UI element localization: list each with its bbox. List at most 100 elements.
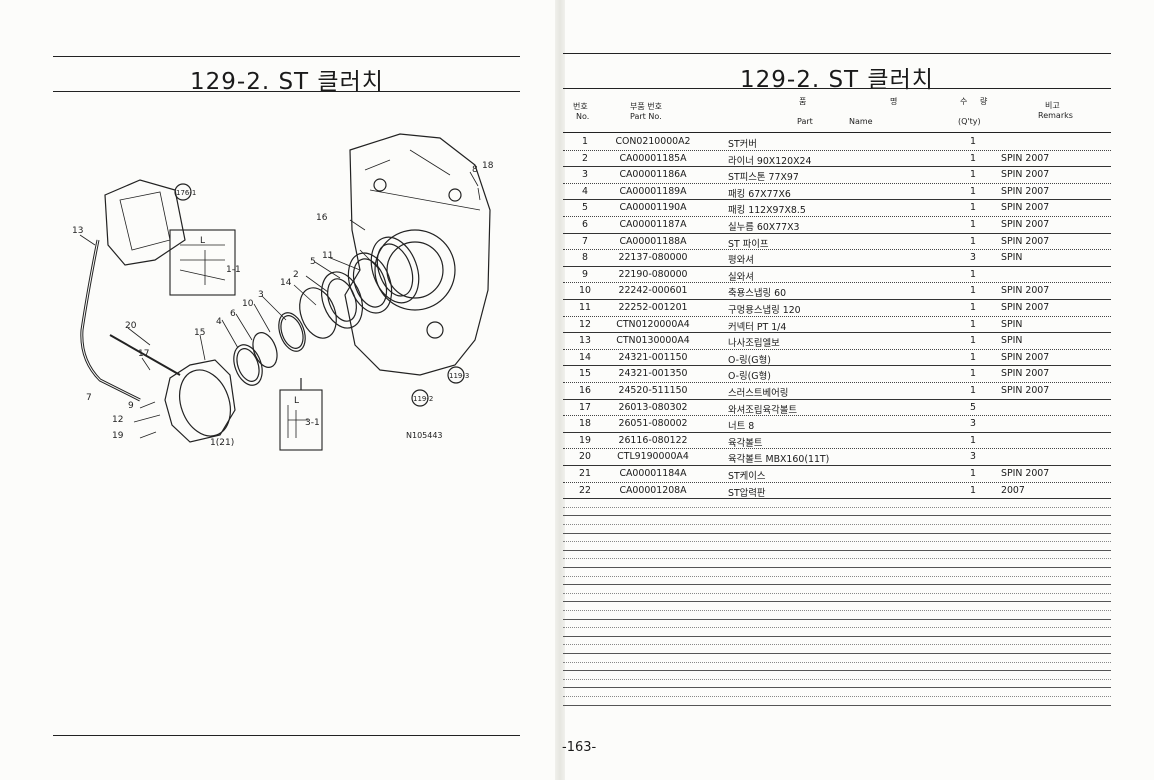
diagram-label: 11 <box>322 251 333 261</box>
row-number: 13 <box>579 335 591 347</box>
callout-circle-119-2 <box>411 389 429 407</box>
diagram-label: 16 <box>316 213 328 223</box>
row-quantity: 1 <box>970 484 976 496</box>
row-quantity: 3 <box>970 418 976 430</box>
row-part-number: 22242-000601 <box>618 285 688 297</box>
diagram-label: 8 <box>472 165 478 175</box>
row-number: 20 <box>579 451 591 463</box>
row-part-number: CTN0130000A4 <box>616 335 690 347</box>
diagram-label: 3 <box>258 290 264 300</box>
header-no-en: No. <box>576 112 590 121</box>
row-remarks: SPIN <box>1001 252 1023 264</box>
row-number: 6 <box>582 219 588 230</box>
row-part-number: 24321-001350 <box>618 368 688 380</box>
row-number: 15 <box>579 368 591 380</box>
diagram-label: 3-1 <box>305 418 320 428</box>
row-part-number: 22252-001201 <box>618 302 688 313</box>
row-part-name: 나사조립엘보 <box>728 338 780 350</box>
diagram-label: 18 <box>482 161 494 171</box>
row-number: 12 <box>579 318 591 330</box>
row-quantity: 1 <box>970 268 976 280</box>
row-quantity: 1 <box>970 152 976 164</box>
blank-row-divider <box>563 610 1111 611</box>
callout-circle-176 <box>174 183 192 201</box>
row-divider <box>563 365 1111 367</box>
row-part-name: 실누름 60X77X3 <box>728 222 800 233</box>
row-number: 10 <box>579 285 591 297</box>
blank-row-divider <box>563 506 1111 508</box>
header-name-ko-2: 명 <box>890 97 898 106</box>
header-name-ko-1: 품 <box>799 97 807 106</box>
row-part-name: 육각볼트 <box>728 437 763 449</box>
row-divider <box>563 348 1111 350</box>
blank-row-divider <box>563 704 1111 706</box>
row-part-name: ST커버 <box>728 139 757 150</box>
row-divider <box>563 249 1111 251</box>
blank-row-divider <box>563 644 1111 646</box>
row-number: 4 <box>582 185 588 197</box>
row-number: 21 <box>579 468 591 479</box>
row-number: 16 <box>579 385 591 396</box>
row-number: 5 <box>582 202 588 214</box>
row-number: 1 <box>582 136 588 147</box>
row-part-number: CA00001185A <box>619 152 687 164</box>
diagram-label: 7 <box>86 393 92 403</box>
row-divider <box>563 149 1111 151</box>
row-divider <box>563 232 1111 234</box>
diagram-label: 6 <box>230 309 236 319</box>
row-part-name: ST케이스 <box>728 471 766 482</box>
row-part-name: ST압력판 <box>728 487 766 499</box>
row-remarks: SPIN 2007 <box>1001 302 1050 313</box>
row-number: 22 <box>579 484 591 496</box>
row-divider <box>563 382 1111 383</box>
header-remarks-ko: 비고 <box>1045 101 1060 110</box>
right-title-rule-bottom <box>563 88 1111 89</box>
row-quantity: 1 <box>970 219 976 230</box>
row-number: 17 <box>579 401 591 413</box>
row-part-name: 와셔조립육각볼트 <box>728 404 798 416</box>
row-remarks: SPIN <box>1001 318 1023 330</box>
blank-row-divider <box>563 541 1111 543</box>
row-divider <box>563 182 1111 184</box>
header-name-en-1: Part <box>797 117 813 126</box>
header-qty-ko-2: 량 <box>980 97 988 106</box>
row-divider <box>563 465 1111 466</box>
row-quantity: 1 <box>970 136 976 147</box>
row-part-number: CA00001190A <box>619 202 687 214</box>
clutch-cover-outline <box>164 359 236 443</box>
header-remarks-en: Remarks <box>1038 111 1073 120</box>
row-number: 8 <box>582 252 588 264</box>
row-quantity: 1 <box>970 368 976 380</box>
row-part-name: 패킹 67X77X6 <box>728 188 791 200</box>
left-title-rule-top <box>53 56 520 57</box>
blank-row-divider <box>563 575 1111 577</box>
table-header-rule <box>563 132 1111 133</box>
header-part-ko: 부품 번호 <box>630 102 662 111</box>
row-divider <box>563 199 1111 201</box>
row-divider <box>563 398 1111 400</box>
exploded-parts-diagram: 176-1 119-3 119-2 13 20 17 7 12 9 19 15 … <box>72 133 494 451</box>
row-part-name: 평와셔 <box>728 255 754 267</box>
diagram-label-176: 176-1 <box>176 189 196 197</box>
row-remarks: SPIN 2007 <box>1001 351 1050 363</box>
row-remarks: SPIN 2007 <box>1001 385 1050 396</box>
row-quantity: 1 <box>970 434 976 446</box>
diagram-label: L <box>200 236 205 246</box>
blank-row-divider <box>563 653 1111 654</box>
page-number: -163- <box>562 740 597 755</box>
diagram-label: 9 <box>128 401 134 411</box>
